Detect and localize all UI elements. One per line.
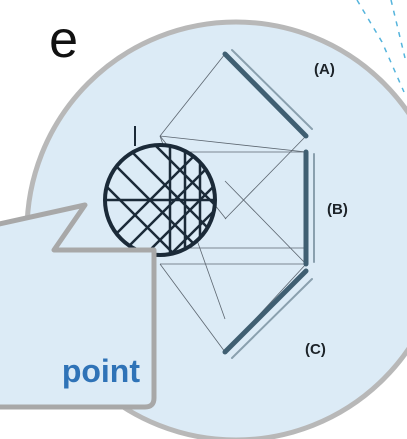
mirror-b xyxy=(303,149,315,267)
callout-label: point xyxy=(61,353,140,389)
dashed-arc-far-right xyxy=(390,0,406,59)
partial-title-text: e xyxy=(49,11,78,69)
dashed-arc-right xyxy=(356,0,405,93)
mirror-a-label: (A) xyxy=(314,61,335,78)
mirror-b-label: (B) xyxy=(327,201,348,218)
mirror-c-label: (C) xyxy=(305,341,326,358)
callout-bubble xyxy=(0,202,157,410)
mirror-a xyxy=(222,49,313,139)
mirror-c xyxy=(222,268,313,359)
